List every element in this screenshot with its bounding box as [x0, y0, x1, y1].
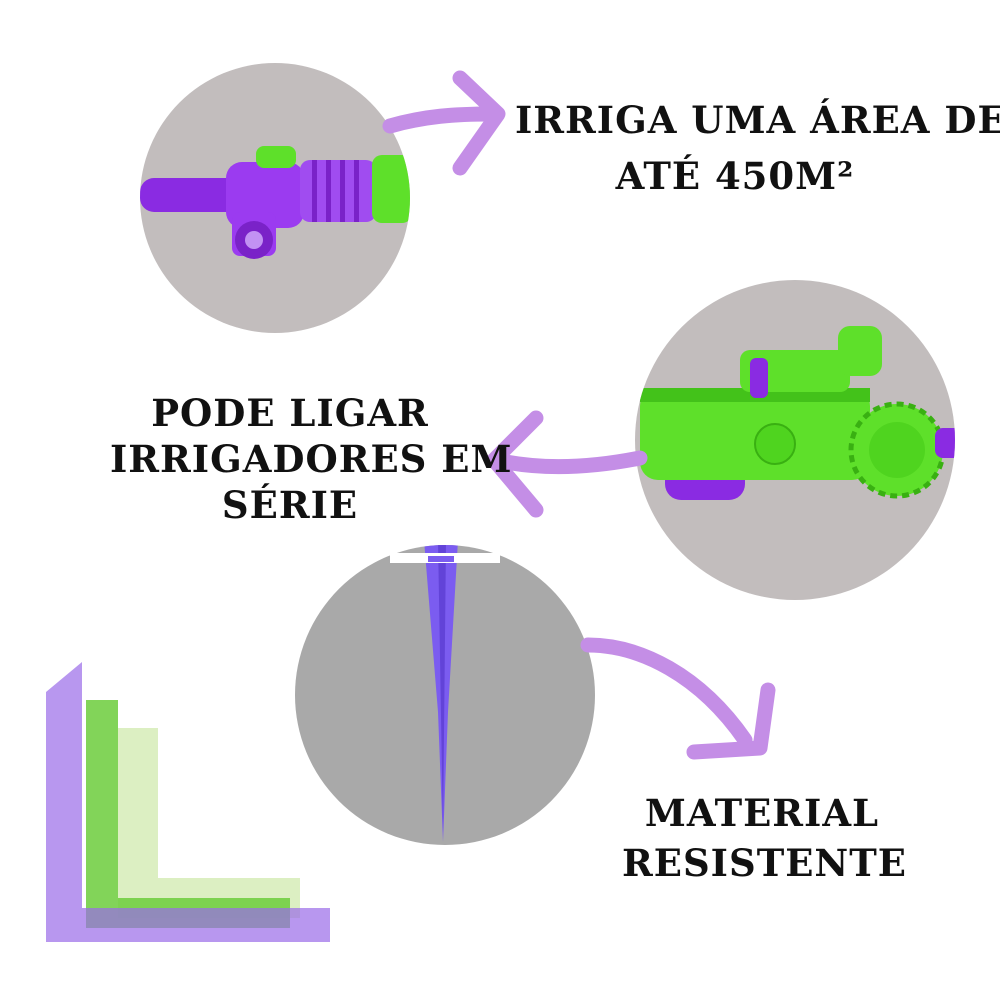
arrows	[382, 70, 776, 760]
caption-line: IRRIGA UMA ÁREA DE	[515, 98, 1000, 142]
feature-caption-area: IRRIGA UMA ÁREA DE ATÉ 450M²	[515, 92, 1000, 204]
top-nozzle	[750, 358, 768, 398]
corner-shape-light-green	[118, 728, 300, 918]
arrow-right-icon	[382, 70, 506, 176]
caption-line: MATERIAL	[644, 791, 880, 835]
tee-body	[226, 162, 304, 228]
arrow-down-right-icon	[580, 637, 776, 760]
green-collar-top	[256, 146, 296, 168]
feature-caption-material: MATERIAL RESISTENTE	[622, 788, 907, 888]
caption-line: IRRIGADORES EM	[110, 437, 513, 481]
green-cap	[838, 326, 882, 376]
corner-decoration	[46, 662, 330, 942]
arrow-left-icon	[486, 410, 648, 518]
corner-shape-purple	[46, 662, 330, 942]
feature-caption-series: PODE LIGAR IRRIGADORES EM SÉRIE	[110, 390, 513, 528]
arm-knob	[754, 423, 796, 465]
photo-sprinkler-head	[635, 280, 955, 600]
purple-pipe	[140, 178, 250, 212]
corner-shape-green	[86, 700, 290, 928]
threaded-section	[300, 160, 376, 222]
photo-ground-spike	[295, 545, 595, 845]
green-arm	[640, 388, 870, 480]
green-end-fitting	[372, 155, 410, 223]
caption-line: SÉRIE	[221, 483, 359, 527]
caption-line: RESISTENTE	[622, 841, 907, 885]
caption-line: PODE LIGAR	[151, 391, 429, 435]
caption-line: ATÉ 450M²	[615, 154, 855, 198]
photo-connector	[140, 63, 410, 333]
